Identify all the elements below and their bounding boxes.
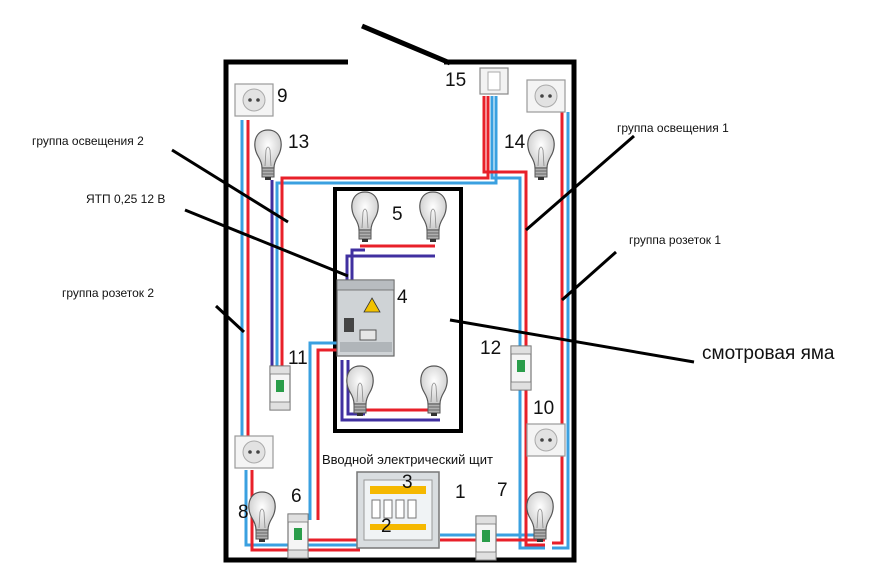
inspection-pit-outline bbox=[333, 187, 463, 433]
lamp-icon bbox=[527, 129, 555, 181]
neutral-wires bbox=[240, 96, 570, 550]
socket-icon bbox=[526, 79, 566, 113]
label-input-panel: Вводной электрический щит bbox=[322, 452, 493, 467]
number-14: 14 bbox=[504, 132, 526, 153]
label-lighting-group-2: группа освещения 2 bbox=[32, 134, 144, 148]
number-10: 10 bbox=[533, 398, 555, 419]
panel-icon bbox=[356, 471, 440, 549]
switch-icon bbox=[479, 67, 509, 95]
lamp-icon bbox=[254, 129, 282, 181]
number-8: 8 bbox=[238, 502, 249, 523]
number-2: 2 bbox=[381, 516, 392, 537]
label-ytp: ЯТП 0,25 12 В bbox=[86, 192, 166, 206]
label-inspection-pit: смотровая яма bbox=[702, 343, 835, 364]
number-1: 1 bbox=[455, 482, 466, 503]
socket-icon bbox=[234, 435, 274, 469]
number-4: 4 bbox=[397, 287, 408, 308]
breaker-icon bbox=[510, 345, 532, 391]
number-9: 9 bbox=[277, 86, 288, 107]
pointer-lines bbox=[171, 134, 695, 364]
socket-icon bbox=[526, 423, 566, 457]
lamp-icon bbox=[419, 191, 447, 243]
number-3: 3 bbox=[402, 472, 413, 493]
breaker-icon bbox=[287, 513, 309, 559]
label-sockets-group-2: группа розеток 2 bbox=[62, 286, 155, 300]
pit-red-wires bbox=[360, 244, 440, 412]
transformer-icon bbox=[336, 279, 395, 357]
breaker-icon bbox=[269, 365, 291, 411]
phase-wires bbox=[246, 96, 564, 552]
number-7: 7 bbox=[497, 480, 508, 501]
number-12: 12 bbox=[480, 338, 502, 359]
garage-walls bbox=[223, 23, 577, 563]
number-15: 15 bbox=[445, 70, 467, 91]
lamp-icon bbox=[351, 191, 379, 243]
number-11: 11 bbox=[288, 348, 308, 369]
label-sockets-group-1: группа розеток 1 bbox=[629, 233, 722, 247]
number-5: 5 bbox=[392, 204, 403, 225]
label-lighting-group-1: группа освещения 1 bbox=[617, 121, 729, 135]
breaker-icon bbox=[475, 515, 497, 561]
number-13: 13 bbox=[288, 132, 310, 153]
number-6: 6 bbox=[291, 486, 302, 507]
socket-icon bbox=[234, 83, 274, 117]
